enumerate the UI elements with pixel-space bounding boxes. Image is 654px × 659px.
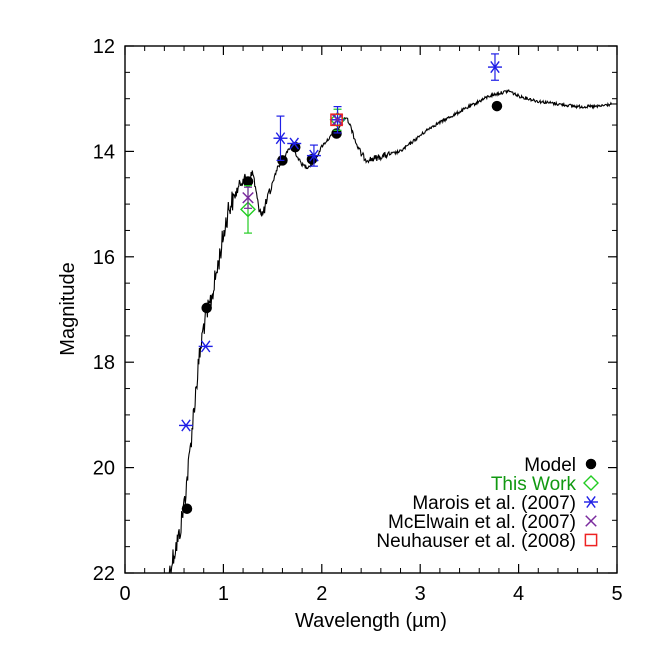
series-neuhauser-et-al-2008 xyxy=(330,113,343,127)
data-point-stroke xyxy=(275,132,286,145)
data-point-stroke xyxy=(331,113,344,126)
data-point xyxy=(242,176,254,187)
data-point xyxy=(181,503,193,514)
data-point xyxy=(242,191,254,204)
data-point-stroke xyxy=(289,137,300,150)
x-tick-label: 4 xyxy=(513,583,524,605)
spectrum-line xyxy=(168,89,613,574)
legend-marker-stroke xyxy=(585,515,597,527)
legend-marker xyxy=(583,475,599,491)
legend-marker xyxy=(585,458,597,470)
series-this-work xyxy=(240,108,346,234)
x-tick-label: 5 xyxy=(611,583,622,605)
data-point xyxy=(331,113,344,126)
y-tick-label: 20 xyxy=(93,458,115,480)
data-point-stroke xyxy=(490,61,500,74)
legend-label: McElwain et al. (2007) xyxy=(388,512,576,533)
y-tick-label: 14 xyxy=(93,141,115,163)
data-point xyxy=(330,113,343,127)
legend-label: Marois et al. (2007) xyxy=(412,493,576,514)
legend-marker xyxy=(584,533,598,547)
series-model xyxy=(181,100,503,514)
data-point xyxy=(306,149,321,162)
data-point-stroke xyxy=(200,340,211,353)
y-axis-label: Magnitude xyxy=(57,262,79,355)
y-tick-label: 22 xyxy=(93,563,115,585)
series-mcelwain-et-al-2007 xyxy=(242,113,344,209)
x-tick-label: 0 xyxy=(119,583,130,605)
data-point xyxy=(240,201,256,218)
y-tick-label: 16 xyxy=(93,247,115,269)
data-point xyxy=(273,132,288,145)
data-point xyxy=(487,61,502,74)
data-point-stroke xyxy=(309,149,319,162)
legend-label: Neuhauser et al. (2008) xyxy=(376,531,576,552)
x-axis-label: Wavelength (µm) xyxy=(295,610,447,632)
legend-label: Model xyxy=(524,455,576,476)
data-point xyxy=(179,419,194,432)
y-tick-label: 18 xyxy=(93,352,115,374)
spectrum-layer xyxy=(168,89,617,574)
data-point xyxy=(198,340,213,353)
data-points-layer xyxy=(179,53,503,514)
data-point xyxy=(491,100,503,112)
data-point-stroke xyxy=(242,191,254,204)
x-tick-label: 3 xyxy=(415,583,426,605)
legend-marker-stroke xyxy=(586,495,596,509)
legend-label: This Work xyxy=(491,474,577,495)
series-marois-et-al-2007 xyxy=(179,53,502,432)
legend-marker xyxy=(585,515,597,527)
data-point xyxy=(201,302,212,314)
x-tick-label: 2 xyxy=(316,583,327,605)
data-point xyxy=(287,137,302,150)
data-point-stroke xyxy=(181,419,191,432)
legend-marker xyxy=(584,495,598,509)
y-tick-label: 12 xyxy=(93,36,115,58)
x-tick-label: 1 xyxy=(218,583,229,605)
